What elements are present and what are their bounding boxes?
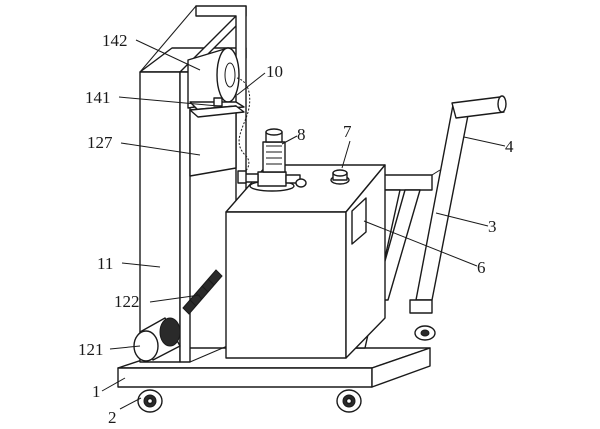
control-panel (351, 197, 367, 245)
reference-labels: 142 10 141 127 8 7 4 3 11 6 122 121 1 2 (78, 31, 514, 427)
label-3: 3 (488, 217, 497, 236)
label-127: 127 (87, 133, 113, 152)
label-11: 11 (97, 254, 113, 273)
flex-hose (236, 77, 251, 176)
label-142: 142 (102, 31, 128, 50)
label-6: 6 (477, 258, 486, 277)
label-141: 141 (85, 88, 111, 107)
leader-lines (101, 39, 506, 410)
tank-box (225, 164, 386, 359)
base-plate (117, 347, 431, 388)
label-4: 4 (505, 137, 514, 156)
label-10: 10 (266, 62, 283, 81)
label-122: 122 (114, 292, 140, 311)
label-121: 121 (78, 340, 104, 359)
housing-127 (189, 105, 245, 177)
front-wheel-left (137, 389, 163, 413)
label-8: 8 (297, 125, 306, 144)
filler-cap (330, 169, 350, 185)
label-1: 1 (92, 382, 101, 401)
rear-wheel (414, 325, 436, 341)
label-7: 7 (343, 122, 352, 141)
lead-screw (182, 269, 223, 315)
top-motor (187, 47, 240, 109)
drive-motor (133, 317, 181, 362)
pump (237, 128, 307, 192)
label-2: 2 (108, 408, 117, 427)
handle-bar (451, 95, 507, 119)
front-wheel-right (336, 389, 362, 413)
